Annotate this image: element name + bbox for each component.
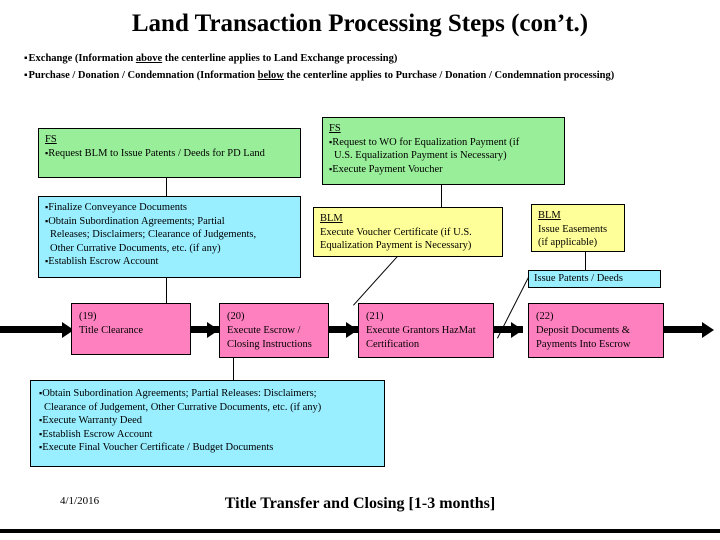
bullet-glyph: ▪ bbox=[45, 147, 49, 158]
footer-rule bbox=[0, 529, 720, 533]
header-bullet-2-pre: Purchase / Donation / Condemnation (Info… bbox=[28, 70, 258, 81]
step-label-line1: Deposit Documents & bbox=[536, 325, 630, 336]
box-line: ▪Establish Escrow Account bbox=[45, 255, 294, 269]
flow-arrow-21-22-head bbox=[511, 322, 523, 338]
flow-arrow-19-20-shaft bbox=[190, 326, 219, 333]
box-line-text: Issue Easements bbox=[538, 223, 608, 235]
box-line: ▪Execute Warranty Deed bbox=[39, 414, 376, 428]
box-fs-equalization-payment: FS ▪Request to WO for Equalization Payme… bbox=[322, 117, 565, 185]
box-line-text: Establish Escrow Account bbox=[42, 428, 153, 440]
header-bullet-1-pre: Exchange (Information bbox=[28, 53, 136, 64]
bullet-glyph: ▪ bbox=[39, 388, 43, 398]
step-box-20: (20) Execute Escrow / Closing Instructio… bbox=[219, 303, 329, 358]
header-bullet-2-underline: below bbox=[257, 70, 284, 81]
step-label-line2: Certification bbox=[366, 339, 420, 350]
box-line: ▪Request BLM to Issue Patents / Deeds fo… bbox=[45, 147, 294, 161]
bullet-glyph: ▪ bbox=[24, 70, 28, 82]
bullet-glyph: ▪ bbox=[45, 256, 49, 266]
step-box-19: (19) Title Clearance bbox=[71, 303, 191, 355]
step-label-line2: Closing Instructions bbox=[227, 339, 312, 350]
connector-fs-to-conveyance bbox=[166, 178, 167, 197]
step-number: (22) bbox=[536, 311, 554, 322]
agency-label-fs: FS bbox=[329, 123, 341, 134]
bullet-glyph: ▪ bbox=[24, 53, 28, 65]
flow-arrow-out-shaft bbox=[664, 326, 704, 333]
box-line-text: Issue Patents / Deeds bbox=[534, 273, 623, 284]
bullet-glyph: ▪ bbox=[39, 428, 43, 439]
connector-conveyance-to-step20 bbox=[166, 278, 167, 305]
box-line-continuation: Clearance of Judgement, Other Currative … bbox=[44, 401, 322, 413]
footer-date: 4/1/2016 bbox=[60, 495, 100, 507]
agency-label-fs: FS bbox=[45, 134, 57, 145]
box-blm-issue-easements: BLM Issue Easements (if applicable) bbox=[531, 204, 625, 252]
bullet-glyph: ▪ bbox=[39, 442, 43, 452]
bullet-glyph: ▪ bbox=[45, 215, 49, 226]
box-line-text: Equalization Payment is Necessary) bbox=[320, 240, 472, 251]
footer-caption: Title Transfer and Closing [1-3 months] bbox=[224, 495, 496, 512]
box-line-text: Establish Escrow Account bbox=[48, 256, 159, 267]
header-bullet-2-post: the centerline applies to Purchase / Don… bbox=[283, 70, 615, 81]
box-line-text: Obtain Subordination Agreements; Partial… bbox=[42, 388, 317, 399]
bullet-glyph: ▪ bbox=[329, 136, 333, 147]
box-line: ▪Finalize Conveyance Documents bbox=[45, 201, 294, 215]
connector-equalization-to-blmvoucher bbox=[441, 185, 442, 207]
box-line-continuation: Releases; Disclaimers; Clearance of Judg… bbox=[50, 229, 257, 240]
box-line: ▪Execute Final Voucher Certificate / Bud… bbox=[39, 441, 376, 455]
bullet-glyph: ▪ bbox=[329, 163, 333, 174]
step-label-line1: Execute Escrow / bbox=[227, 325, 301, 336]
flow-arrow-in-shaft bbox=[0, 326, 62, 333]
box-line-text: (if applicable) bbox=[538, 237, 598, 248]
box-line-text: Obtain Subordination Agreements; Partial bbox=[48, 215, 225, 227]
box-line: ▪Establish Escrow Account bbox=[39, 428, 376, 442]
step-label-line1: Execute Grantors HazMat bbox=[366, 325, 476, 336]
box-blm-voucher-certificate: BLM Execute Voucher Certificate (if U.S.… bbox=[313, 207, 503, 257]
step-label-line2: Payments Into Escrow bbox=[536, 339, 631, 350]
agency-label-blm: BLM bbox=[320, 213, 343, 224]
bullet-glyph: ▪ bbox=[45, 202, 49, 212]
flow-arrow-out-head bbox=[702, 322, 714, 338]
box-line-text: Request BLM to Issue Patents / Deeds for… bbox=[48, 147, 265, 159]
header-bullet-1-underline: above bbox=[135, 53, 163, 64]
bullet-glyph: ▪ bbox=[39, 415, 43, 425]
box-line: ▪Obtain Subordination Agreements; Partia… bbox=[45, 215, 294, 229]
step-box-21: (21) Execute Grantors HazMat Certificati… bbox=[358, 303, 494, 358]
agency-label-blm: BLM bbox=[538, 210, 561, 221]
box-line-text: Execute Payment Voucher bbox=[332, 163, 443, 175]
box-line-text: Finalize Conveyance Documents bbox=[48, 202, 187, 213]
step-number: (19) bbox=[79, 311, 97, 322]
flow-arrow-20-21-head bbox=[346, 322, 358, 338]
box-line-continuation: Other Currative Documents, etc. (if any) bbox=[50, 242, 221, 254]
box-line: ▪Obtain Subordination Agreements; Partia… bbox=[39, 387, 376, 401]
box-line-continuation: U.S. Equalization Payment is Necessary) bbox=[334, 150, 507, 161]
step-box-22: (22) Deposit Documents & Payments Into E… bbox=[528, 303, 664, 358]
header-bullet-purchase: ▪Purchase / Donation / Condemnation (Inf… bbox=[24, 70, 614, 81]
flow-arrow-19-20-head bbox=[207, 322, 219, 338]
box-line-text: Request to WO for Equalization Payment (… bbox=[332, 136, 520, 148]
box-line: ▪Request to WO for Equalization Payment … bbox=[329, 136, 558, 150]
box-line: ▪Execute Payment Voucher bbox=[329, 163, 558, 177]
flow-arrow-21-22-shaft bbox=[494, 326, 523, 333]
step-number: (20) bbox=[227, 311, 245, 322]
connector-step20-to-closingtasks bbox=[233, 358, 234, 380]
box-issue-patents-deeds: Issue Patents / Deeds bbox=[528, 270, 661, 288]
step-number: (21) bbox=[366, 311, 384, 322]
connector-easements-to-patents bbox=[585, 252, 586, 270]
box-line-text: Execute Warranty Deed bbox=[42, 415, 143, 426]
box-conveyance-documents: ▪Finalize Conveyance Documents ▪Obtain S… bbox=[38, 196, 301, 278]
page-title: Land Transaction Processing Steps (con’t… bbox=[131, 10, 589, 37]
step-label-line1: Title Clearance bbox=[79, 325, 144, 336]
flow-arrow-20-21-shaft bbox=[329, 326, 358, 333]
header-bullet-1-post: the centerline applies to Land Exchange … bbox=[162, 53, 398, 64]
box-line-text: Execute Voucher Certificate (if U.S. bbox=[320, 226, 472, 238]
box-line-text: Execute Final Voucher Certificate / Budg… bbox=[42, 442, 274, 453]
header-bullet-exchange: ▪Exchange (Information above the centerl… bbox=[24, 53, 397, 64]
box-fs-request-patents: FS ▪Request BLM to Issue Patents / Deeds… bbox=[38, 128, 301, 178]
box-closing-tasks: ▪Obtain Subordination Agreements; Partia… bbox=[30, 380, 385, 467]
connector-diagonal-blmvoucher-to-step20 bbox=[353, 255, 398, 306]
